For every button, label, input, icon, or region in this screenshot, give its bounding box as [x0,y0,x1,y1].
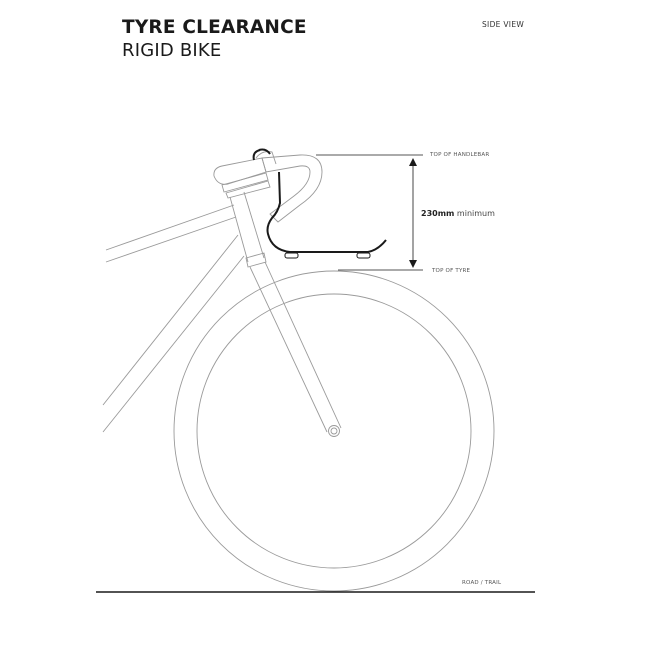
down-tube-upper [102,234,239,406]
axle [330,427,338,435]
measurement-value: 230mm [421,209,455,218]
view-label: SIDE VIEW [482,20,525,29]
frame [102,157,342,437]
page-title: TYRE CLEARANCE [122,17,307,38]
top-tube-upper [105,204,235,251]
front-wheel [173,270,495,592]
label-top-of-handlebar: TOP OF HANDLEBAR [430,152,490,158]
label-top-of-tyre: TOP OF TYRE [432,268,471,274]
handlebar-bracket [252,148,387,253]
head-tube-right [243,191,265,259]
tyre-outer [173,270,495,592]
stem-spacer [221,172,269,193]
headset-lower-cup [245,252,267,268]
top-tube-lower [105,216,237,263]
bracket-feet [284,252,371,259]
head-tube-left [229,196,249,263]
handlebar [255,151,323,223]
handlebar-drop [261,154,323,223]
page-subtitle: RIGID BIKE [122,40,222,61]
rim-inner [196,293,472,569]
fork-left [249,266,328,433]
bracket-arm [266,171,387,253]
measurement-qualifier: minimum [456,209,495,218]
label-ground: ROAD / TRAIL [462,580,502,586]
arrow-up-icon [409,158,417,166]
title-block: TYRE CLEARANCE RIGID BIKE [122,16,307,62]
clearance-measurement: 230mm minimum [421,209,495,218]
fork-dropout [328,425,340,437]
arrow-down-icon [409,260,417,268]
dimension [316,154,423,271]
bracket-clip [252,149,261,161]
down-tube-lower [102,255,245,433]
handlebar-clamp [255,151,277,165]
fork-right [264,261,342,429]
headset-top-cap [225,180,271,199]
